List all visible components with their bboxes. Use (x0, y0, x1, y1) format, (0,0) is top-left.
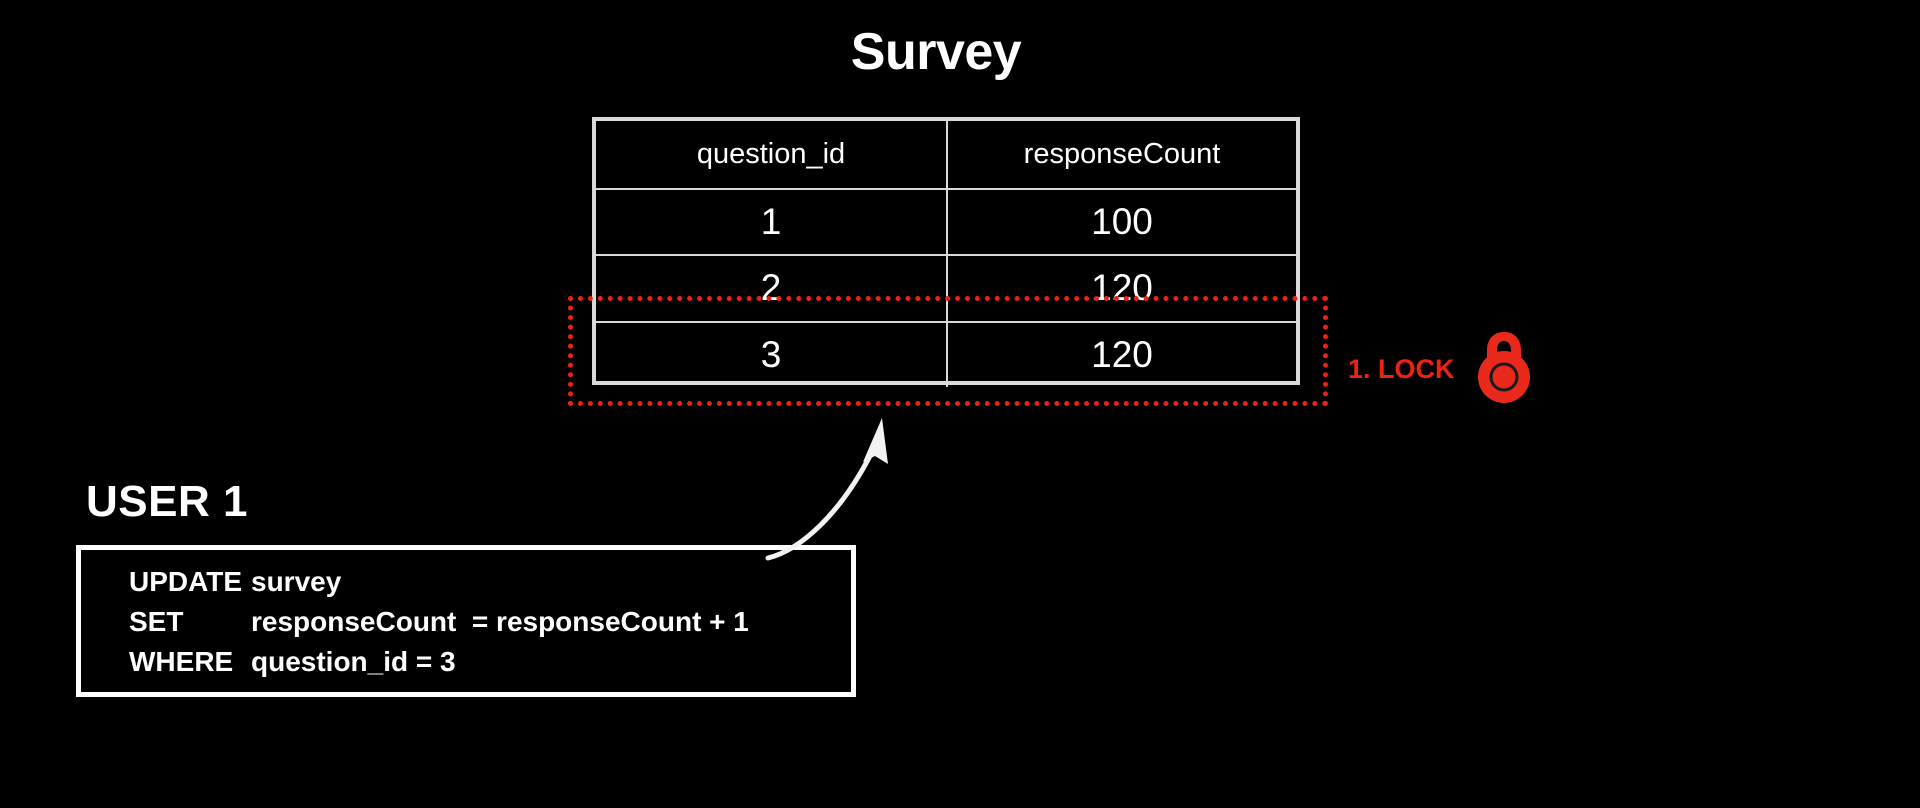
cell-question-id: 2 (760, 267, 782, 309)
sql-keyword: UPDATE (129, 566, 243, 597)
table-row: 1 100 (596, 187, 1296, 254)
sql-line: WHERE question_id = 3 (129, 646, 851, 686)
cell-question-id: 3 (760, 333, 782, 375)
table-row-locked: 3 120 (596, 320, 1296, 387)
column-header-question-id: question_id (696, 137, 846, 170)
cell-response-count: 120 (946, 322, 1296, 387)
curved-arrow (765, 418, 888, 561)
user-label: USER 1 (86, 477, 248, 526)
lock-step-label: 1. LOCK (1348, 354, 1455, 384)
column-header-response-count: responseCount (946, 121, 1296, 188)
cell-question-id: 1 (760, 200, 782, 242)
table-header-row: question_id responseCount (596, 121, 1296, 188)
page-title: Survey (850, 23, 1022, 81)
sql-keyword: WHERE (129, 646, 234, 677)
padlock-icon (1477, 330, 1531, 409)
sql-keyword: SET (129, 606, 184, 637)
sql-expression: question_id = 3 (251, 646, 456, 677)
survey-table: question_id responseCount 1 100 2 120 3 … (592, 117, 1300, 387)
sql-statement-box: UPDATE survey SET responseCount = respon… (76, 545, 856, 697)
table-row: 2 120 (596, 254, 1296, 321)
sql-expression: survey (251, 566, 342, 597)
lock-annotation: 1. LOCK (1348, 330, 1531, 409)
sql-line: SET responseCount = responseCount + 1 (129, 606, 851, 646)
cell-response-count: 120 (946, 256, 1296, 321)
sql-expression: responseCount = responseCount + 1 (251, 606, 749, 637)
cell-response-count: 100 (946, 189, 1296, 254)
sql-line: UPDATE survey (129, 566, 851, 606)
